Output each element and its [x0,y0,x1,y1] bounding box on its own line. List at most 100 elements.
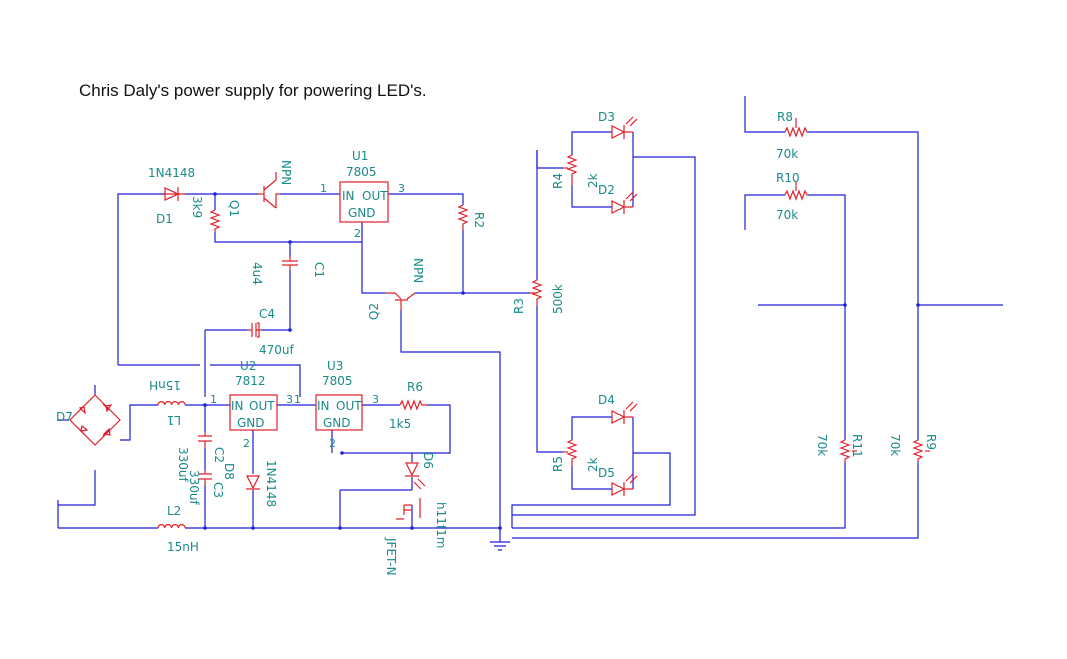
jfet-q3-symbol [396,498,421,520]
potentiometer-r8-symbol [784,118,808,138]
r9-label: R9 [924,434,938,450]
capacitor-c2-symbol [198,432,212,448]
inductor-l1-symbol [157,401,186,406]
u1-pin3: 3 [398,182,405,195]
r6-value-label: 1k5 [389,417,411,431]
junctions [203,192,920,530]
d8-label: D8 [222,463,236,480]
r1-value-label: 3k9 [190,196,204,218]
potentiometer-r11-symbol [839,439,857,462]
led-d4-symbol [611,401,638,424]
potentiometer-r3-symbol [530,279,543,306]
q2-type-label: NPN [411,258,425,283]
led-d6-symbol [405,462,426,490]
bridge-rectifier-d7-symbol [69,394,121,446]
u3-label: U3 [327,359,343,373]
regulator-u2-symbol [229,394,278,431]
capacitor-c1-symbol [282,256,298,270]
u2-pin3: 3 [286,393,293,406]
d8-type-label: 1N4148 [264,460,278,507]
r6-label: R6 [407,380,423,394]
u3-in-label: IN [317,399,330,413]
potentiometer-r10-symbol [784,182,808,201]
u2-type-label: 7812 [235,374,266,388]
c3-label: C3 [211,482,225,498]
jfet-type-label: JFET-N [384,537,398,576]
u1-pin2: 2 [354,227,361,240]
r9-value-label: 70k [888,434,902,456]
u2-label: U2 [240,359,256,373]
q3-value-label: h11f1m [434,502,448,548]
c1-value-label: 4u4 [250,262,264,285]
d7-label: D7 [56,410,73,424]
u3-pin2: 2 [329,437,336,450]
r2-label: R2 [472,212,486,228]
transistor-q1-symbol [258,172,280,209]
potentiometer-r9-symbol [912,439,930,462]
l2-label: L2 [167,504,181,518]
potentiometer-r4-symbol [563,154,578,185]
potentiometer-r5-symbol [563,439,578,466]
q2-label: Q2 [367,303,381,320]
q1-label: Q1 [227,200,241,217]
u3-pin1: 1 [294,393,301,406]
r5-value-label: 2k [586,457,600,472]
u3-type-label: 7805 [322,374,353,388]
u2-gnd-label: GND [237,416,265,430]
c2-value-label: 330uf [176,447,190,483]
u1-type-label: 7805 [346,165,377,179]
d2-label: D2 [598,183,615,197]
d3-label: D3 [598,110,615,124]
d5-label: D5 [598,466,615,480]
ground-symbol [490,541,510,551]
r3-label: R3 [512,298,526,314]
diode-d8-symbol [246,475,260,490]
r8-value-label: 70k [776,147,798,161]
d4-label: D4 [598,393,615,407]
led-d3-symbol [611,116,638,139]
r10-value-label: 70k [776,208,798,222]
c4-value-label: 470uf [259,343,295,357]
resistor-r1-symbol [209,209,221,232]
c3-value-label: 330uf [187,470,201,506]
r5-label: R5 [551,456,565,472]
u2-pin1: 1 [210,393,217,406]
u2-out-label: OUT [249,399,275,413]
d6-label: D6 [421,452,435,469]
u1-label: U1 [352,149,368,163]
d1-label: D1 [156,212,173,226]
r10-label: R10 [776,171,800,185]
resistor-r6-symbol [399,399,427,411]
regulator-u1-symbol [339,181,389,223]
r4-label: R4 [551,173,565,189]
capacitor-c4-symbol [247,322,262,338]
u2-in-label: IN [231,399,244,413]
r11-value-label: 70k [815,434,829,456]
u1-out-label: OUT [362,189,388,203]
u3-pin3: 3 [372,393,379,406]
c4-label: C4 [259,307,275,321]
led-d5-symbol [611,473,638,496]
c1-label: C1 [312,262,326,278]
l1-label: L1 [167,413,181,427]
l1-value-label: 15nH [149,378,181,392]
led-d2-symbol [611,191,638,214]
r4-value-label: 2k [586,173,600,188]
resistor-r2-symbol [457,204,469,230]
u1-gnd-label: GND [348,206,376,220]
c2-label: C2 [212,447,226,463]
r8-label: R8 [777,110,793,124]
q1-type-label: NPN [279,160,293,185]
u1-pin1: 1 [320,182,327,195]
regulator-u3-symbol [315,394,363,431]
diagram-title: Chris Daly's power supply for powering L… [79,81,427,100]
capacitor-c3-symbol [198,470,212,485]
wires [57,96,1003,542]
inductor-l2-symbol [157,524,186,529]
r11-label: R11 [850,434,864,458]
u3-out-label: OUT [336,399,362,413]
d1-type-label: 1N4148 [148,166,195,180]
u2-pin2: 2 [243,437,250,450]
r3-value-label: 500k [551,284,565,314]
